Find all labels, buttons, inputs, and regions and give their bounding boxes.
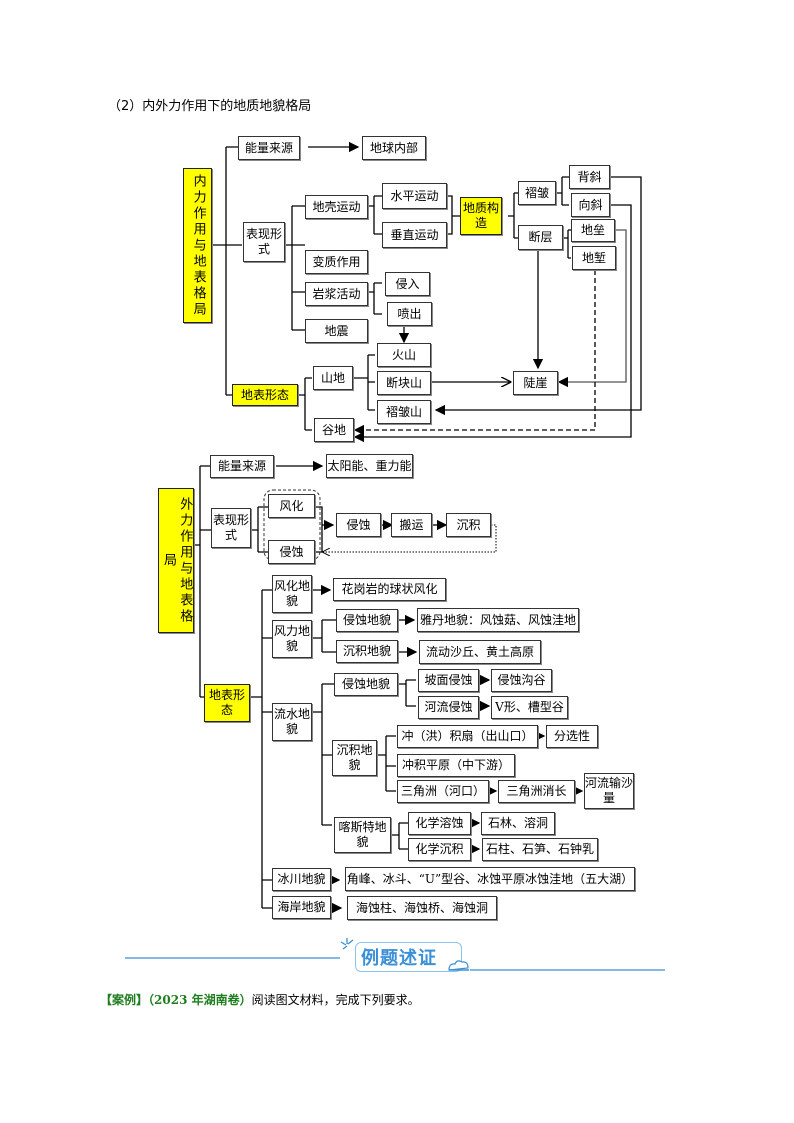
cliff: 陡崖 — [513, 371, 558, 395]
banner-frame — [355, 942, 462, 972]
water-landform: 流水地貌 — [272, 703, 312, 741]
case-line: 【案例】（2023 年湖南卷）阅读图文材料，完成下列要求。 — [100, 991, 420, 1008]
v-valley: V形、槽型谷 — [491, 696, 568, 719]
case-source: （2023 年湖南卷） — [148, 993, 252, 1007]
geologic-structure: 地质构造 — [460, 197, 502, 235]
transport: 搬运 — [391, 513, 432, 537]
earthquake: 地震 — [305, 319, 368, 343]
wind-landform: 风力地貌 — [272, 620, 312, 658]
internal-forms-label: 表现形式 — [243, 222, 285, 262]
dunes-loess: 流动沙丘、黄土高原 — [419, 640, 541, 664]
coastal-landform: 海岸地貌 — [272, 896, 331, 919]
cloud-icon — [448, 960, 469, 971]
internal-energy-value: 地球内部 — [362, 136, 426, 160]
erosion-gully: 侵蚀沟谷 — [491, 669, 552, 692]
sparkle-icon — [340, 938, 354, 950]
example-banner: 例题述证 — [340, 938, 470, 972]
banner-title: 例题述证 — [361, 948, 437, 969]
weathering: 风化 — [268, 494, 315, 518]
magma-activity: 岩浆活动 — [305, 282, 368, 306]
volcano: 火山 — [377, 343, 431, 367]
fault: 断层 — [518, 225, 563, 250]
metamorphism: 变质作用 — [305, 250, 368, 274]
river-erosion: 河流侵蚀 — [418, 696, 479, 719]
slope-erosion: 坡面侵蚀 — [418, 669, 479, 692]
wind-erosion-landform: 侵蚀地貌 — [336, 609, 398, 632]
fold-mountain: 褶皱山 — [377, 400, 431, 424]
horizontal-movement: 水平运动 — [382, 183, 447, 209]
anticline: 背斜 — [569, 165, 610, 189]
erosion: 侵蚀 — [336, 513, 381, 537]
water-erosion-landform: 侵蚀地貌 — [334, 673, 398, 696]
weathering-landform: 风化地貌 — [272, 575, 312, 613]
case-text: 阅读图文材料，完成下列要求。 — [251, 993, 420, 1007]
yardang: 雅丹地貌：风蚀菇、风蚀洼地 — [417, 608, 579, 632]
intrusion: 侵入 — [385, 272, 430, 296]
delta: 三角洲（河口） — [397, 780, 489, 803]
mountain: 山地 — [313, 366, 353, 390]
stone-forest: 石林、溶洞 — [481, 812, 555, 835]
chemical-deposition: 化学沉积 — [408, 838, 471, 861]
case-tag: 【案例】 — [100, 993, 149, 1007]
internal-landform: 地表形态 — [232, 384, 298, 406]
sorting: 分选性 — [546, 725, 598, 748]
section-heading: （2）内外力作用下的地质地貌格局 — [108, 99, 312, 114]
delta-change: 三角洲消长 — [498, 780, 575, 803]
valley: 谷地 — [314, 418, 354, 442]
granite-weathering: 花岗岩的球状风化 — [333, 578, 446, 601]
graben: 地堑 — [572, 246, 616, 270]
alluvial-plain: 冲积平原（中下游） — [397, 754, 515, 777]
internal-energy-label: 能量来源 — [238, 136, 300, 160]
fold: 褶皱 — [518, 181, 556, 205]
crust-movement: 地壳运动 — [305, 195, 368, 219]
river-sediment-load: 河流输沙量 — [584, 773, 634, 809]
wind-deposit-landform: 沉积地貌 — [336, 640, 398, 663]
coastal-forms: 海蚀柱、海蚀桥、海蚀洞 — [347, 896, 497, 920]
external-energy-value: 太阳能、重力能 — [326, 454, 413, 478]
vertical-movement: 垂直运动 — [382, 222, 447, 248]
horst: 地垒 — [571, 219, 615, 242]
external-landform: 地表形态 — [204, 684, 250, 722]
external-root: 外力作用与地表格局 — [158, 488, 194, 633]
glacial-forms: 角峰、冰斗、“U”型谷、冰蚀平原冰蚀洼地（五大湖） — [345, 867, 635, 891]
external-forms-label: 表现形式 — [211, 508, 251, 548]
internal-root: 内力作用与地表格局 — [183, 168, 212, 323]
eruption: 喷出 — [387, 302, 432, 326]
water-deposit-landform: 沉积地貌 — [332, 740, 377, 776]
syncline: 向斜 — [571, 193, 610, 217]
karst-landform: 喀斯特地貌 — [334, 817, 391, 853]
stalactites: 石柱、石笋、石钟乳 — [482, 838, 598, 861]
alluvial-fan: 冲（洪）积扇（出山口） — [397, 725, 538, 748]
chemical-dissolution: 化学溶蚀 — [408, 812, 471, 835]
glacial-landform: 冰川地貌 — [272, 868, 331, 891]
block-mountain: 断块山 — [377, 371, 431, 395]
erosion-initial: 侵蚀 — [268, 540, 315, 564]
deposition: 沉积 — [446, 513, 491, 537]
external-energy-label: 能量来源 — [210, 455, 274, 478]
